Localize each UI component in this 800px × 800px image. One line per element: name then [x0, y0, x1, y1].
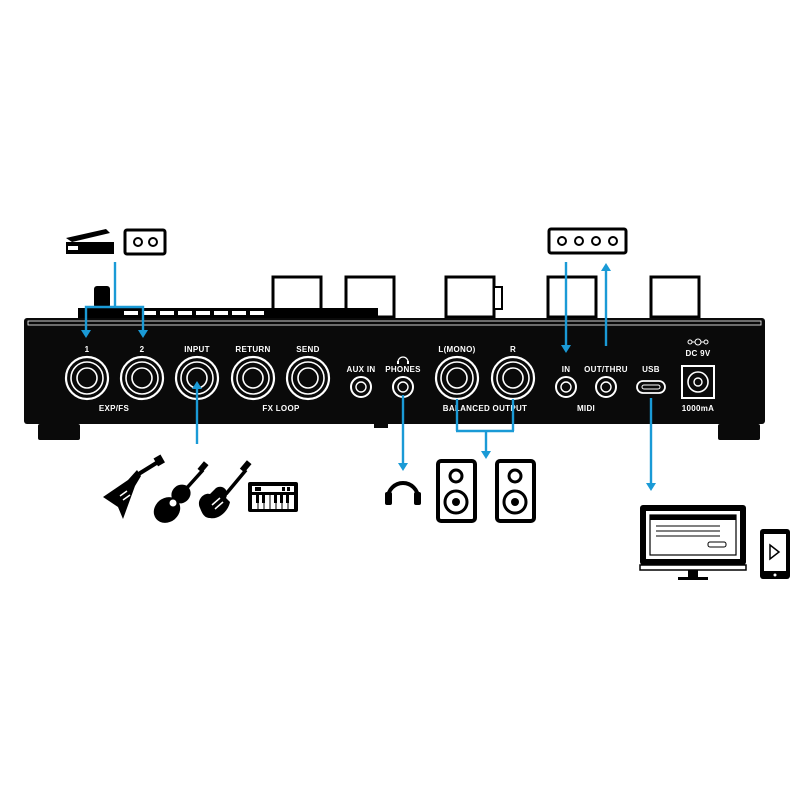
- speaker-left-icon: [436, 459, 477, 523]
- jack-input[interactable]: [174, 355, 220, 401]
- label-midi-out-thru: OUT/THRU: [584, 365, 628, 374]
- label-aux-in: AUX IN: [347, 365, 376, 374]
- dc-polarity-icon: [687, 338, 709, 346]
- expression-pedal-icon: [66, 229, 114, 254]
- jack-midi-out-thru[interactable]: [595, 376, 617, 398]
- rear-panel: [24, 318, 765, 440]
- jack-return[interactable]: [230, 355, 276, 401]
- label-midi-in: IN: [562, 365, 571, 374]
- label-exp-fs: EXP/FS: [99, 404, 130, 413]
- label-fx-loop: FX LOOP: [262, 404, 300, 413]
- device-top-controls: [78, 275, 701, 319]
- label-usb: USB: [642, 365, 660, 374]
- headphone-small-icon: [397, 356, 409, 364]
- tablet-icon: [760, 529, 790, 579]
- label-exp-1: 1: [85, 345, 90, 354]
- label-balanced-output: BALANCED OUTPUT: [443, 404, 528, 413]
- label-exp-2: 2: [140, 345, 145, 354]
- label-phones: PHONES: [385, 365, 421, 374]
- label-current: 1000mA: [682, 404, 715, 413]
- footswitch-icon: [123, 228, 167, 256]
- headphones-icon: [385, 481, 421, 505]
- acoustic-guitar-icon: [153, 461, 209, 523]
- jack-midi-in[interactable]: [555, 376, 577, 398]
- jack-aux-in[interactable]: [350, 376, 372, 398]
- label-l-mono: L(MONO): [438, 345, 475, 354]
- label-return: RETURN: [235, 345, 270, 354]
- label-dc-9v: DC 9V: [685, 349, 710, 358]
- label-r: R: [510, 345, 516, 354]
- keyboard-icon: [248, 482, 298, 512]
- midi-controller-icon: [547, 227, 628, 255]
- label-input: INPUT: [184, 345, 210, 354]
- dc-power-jack[interactable]: [681, 338, 715, 399]
- connection-lines: [81, 262, 656, 491]
- jack-exp-1[interactable]: [64, 355, 110, 401]
- electric-guitar-icon: [198, 460, 252, 519]
- jack-send[interactable]: [285, 355, 331, 401]
- computer-monitor-icon: [639, 505, 747, 580]
- label-send: SEND: [296, 345, 319, 354]
- label-midi: MIDI: [577, 404, 595, 413]
- usb-port[interactable]: [636, 380, 666, 394]
- speaker-right-icon: [495, 459, 536, 523]
- jack-exp-2[interactable]: [119, 355, 165, 401]
- electric-guitar-v-icon: [103, 454, 165, 519]
